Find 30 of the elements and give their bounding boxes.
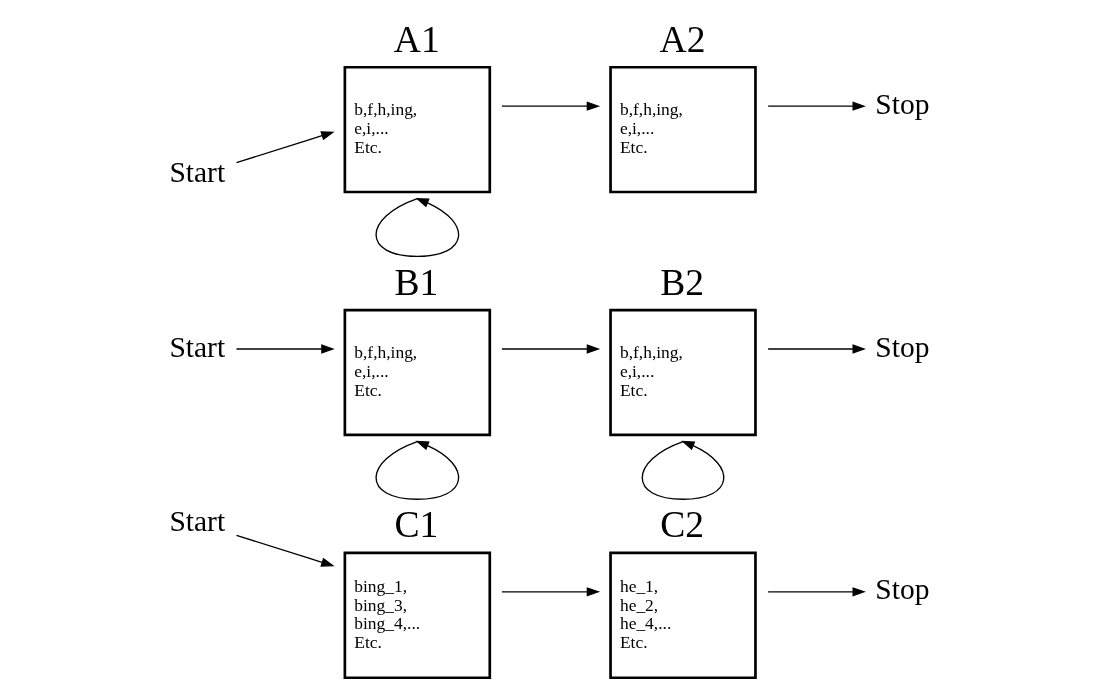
arrow [500, 587, 600, 597]
arrow [235, 131, 335, 164]
node-box: b,f,h,ing, e,i,... Etc. [343, 65, 491, 194]
node-label: B2 [659, 261, 704, 303]
node-label: A2 [659, 18, 705, 60]
node-box: bing_1, bing_3, bing_4,... Etc. [343, 551, 491, 680]
arrow [374, 197, 459, 258]
node-label: C1 [394, 504, 438, 546]
node-label: C2 [659, 504, 704, 546]
node-box: b,f,h,ing, e,i,... Etc. [608, 308, 757, 437]
node-box: b,f,h,ing, e,i,... Etc. [343, 308, 491, 437]
arrow [374, 440, 459, 500]
node-text: Start [168, 330, 225, 363]
node-text: Stop [874, 87, 929, 120]
arrow [641, 440, 724, 500]
node-text: Stop [874, 330, 929, 363]
node-box: he_1, he_2, he_4,... Etc. [608, 551, 757, 680]
node-text: Stop [874, 573, 929, 606]
arrow [500, 101, 600, 111]
node-text: Start [168, 504, 225, 537]
arrow [766, 344, 866, 354]
arrow [235, 344, 335, 354]
arrow [766, 101, 866, 111]
node-label: A1 [393, 18, 440, 60]
node-box: b,f,h,ing, e,i,... Etc. [608, 65, 757, 194]
arrow [235, 534, 335, 567]
arrow [766, 587, 866, 597]
node-text: Start [168, 156, 225, 189]
arrow [500, 344, 600, 354]
node-label: B1 [394, 261, 438, 303]
